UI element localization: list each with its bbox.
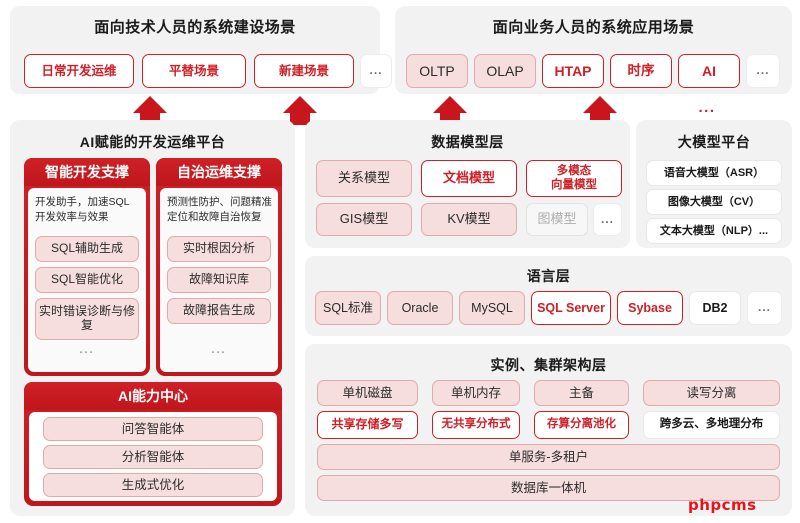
- language-chip-mysql[interactable]: MySQL: [459, 291, 525, 325]
- app-chip-htap[interactable]: HTAP: [542, 54, 604, 88]
- cluster-chip-database-appliance[interactable]: 数据库一体机: [317, 475, 780, 501]
- top-right-scenario-panel: 面向业务人员的系统应用场景 OLTP OLAP HTAP 时序 AI ...: [395, 6, 792, 94]
- devops-column-autonomous-ops-description: 预测性防护、问题精准定位和故障自治恢复: [167, 196, 272, 224]
- top-right-panel-title: 面向业务人员的系统应用场景: [492, 19, 695, 36]
- devops-platform-title: AI赋能的开发运维平台: [79, 134, 226, 150]
- cluster-chip-multicloud-geo-distribution[interactable]: 跨多云、多地理分布: [643, 411, 780, 439]
- data-model-more[interactable]: ...: [593, 203, 622, 236]
- ai-capability-center-body: 问答智能体 分析智能体 生成式优化: [29, 412, 277, 501]
- ai-agent-qa[interactable]: 问答智能体: [43, 417, 263, 441]
- devops-item-fault-knowledge-base[interactable]: 故障知识库: [167, 267, 271, 293]
- scenario-chip-replacement[interactable]: 平替场景: [142, 54, 246, 88]
- cluster-chip-shared-storage-multiwrite[interactable]: 共享存储多写: [317, 411, 418, 439]
- cluster-layer-title: 实例、集群架构层: [490, 357, 607, 373]
- devops-column-smart-dev: 智能开发支撑 开发助手，加速SQL开发效率与效果 SQL辅助生成 SQL智能优化…: [24, 158, 150, 376]
- devops-column-autonomous-ops-ellipsis: ...: [211, 344, 227, 356]
- devops-item-realtime-error-fix[interactable]: 实时错误诊断与修复: [35, 298, 139, 340]
- devops-column-autonomous-ops-header: 自治运维支撑: [156, 158, 282, 186]
- devops-item-realtime-root-cause[interactable]: 实时根因分析: [167, 236, 271, 262]
- large-model-cv[interactable]: 图像大模型（CV）: [646, 189, 782, 215]
- language-chip-sql-standard[interactable]: SQL标准: [315, 291, 381, 325]
- language-chip-sybase[interactable]: Sybase: [617, 291, 683, 325]
- data-model-document[interactable]: 文档模型: [421, 160, 517, 197]
- language-layer-title: 语言层: [526, 268, 571, 284]
- language-layer-panel: 语言层 SQL标准 Oracle MySQL SQL Server Sybase…: [305, 256, 792, 336]
- data-model-relational[interactable]: 关系模型: [316, 160, 412, 197]
- language-chip-oracle[interactable]: Oracle: [387, 291, 453, 325]
- data-model-graph[interactable]: 图模型: [526, 203, 588, 236]
- arrow-up-icon-2: [283, 96, 317, 125]
- language-chip-db2[interactable]: DB2: [689, 291, 741, 325]
- scenario-chip-more[interactable]: ...: [360, 54, 392, 88]
- cluster-chip-single-service-multitenant[interactable]: 单服务-多租户: [317, 444, 780, 470]
- scenario-chip-daily-devops[interactable]: 日常开发运维: [24, 54, 134, 88]
- data-model-multimodal-vector[interactable]: 多模态 向量模型: [526, 160, 622, 197]
- devops-column-smart-dev-body: 开发助手，加速SQL开发效率与效果 SQL辅助生成 SQL智能优化 实时错误诊断…: [28, 188, 146, 372]
- language-chip-more[interactable]: ...: [747, 291, 782, 325]
- watermark-phpcms: phpcms: [688, 496, 757, 514]
- top-right-trailing-ellipsis: ...: [698, 99, 716, 116]
- data-model-layer-title: 数据模型层: [431, 134, 504, 150]
- devops-item-sql-smart-opt[interactable]: SQL智能优化: [35, 267, 139, 293]
- large-model-platform-title: 大模型平台: [677, 134, 751, 150]
- devops-column-autonomous-ops-body: 预测性防护、问题精准定位和故障自治恢复 实时根因分析 故障知识库 故障报告生成 …: [160, 188, 278, 372]
- devops-item-fault-report-gen[interactable]: 故障报告生成: [167, 298, 271, 324]
- cluster-layer-panel: 实例、集群架构层 单机磁盘 单机内存 主备 读写分离 共享存储多写 无共享分布式…: [305, 344, 792, 516]
- ai-capability-center-card: AI能力中心 问答智能体 分析智能体 生成式优化: [24, 382, 282, 506]
- devops-column-autonomous-ops: 自治运维支撑 预测性防护、问题精准定位和故障自治恢复 实时根因分析 故障知识库 …: [156, 158, 282, 376]
- app-chip-timeseries[interactable]: 时序: [610, 54, 672, 88]
- devops-column-smart-dev-ellipsis: ...: [79, 344, 95, 356]
- large-model-platform-panel: 大模型平台 语音大模型（ASR） 图像大模型（CV） 文本大模型（NLP）...: [636, 120, 792, 248]
- app-chip-more[interactable]: ...: [746, 54, 780, 88]
- devops-column-smart-dev-header: 智能开发支撑: [24, 158, 150, 186]
- data-model-kv[interactable]: KV模型: [421, 203, 517, 236]
- cluster-chip-storage-compute-separation[interactable]: 存算分离池化: [534, 411, 629, 439]
- cluster-chip-standalone-disk[interactable]: 单机磁盘: [317, 380, 418, 406]
- cluster-chip-shared-nothing-distributed[interactable]: 无共享分布式: [432, 411, 520, 439]
- top-left-panel-title: 面向技术人员的系统建设场景: [94, 19, 296, 36]
- scenario-chip-new-build[interactable]: 新建场景: [254, 54, 354, 88]
- devops-column-smart-dev-description: 开发助手，加速SQL开发效率与效果: [35, 196, 130, 224]
- app-chip-ai[interactable]: AI: [678, 54, 740, 88]
- app-chip-olap[interactable]: OLAP: [474, 54, 536, 88]
- ai-agent-analysis[interactable]: 分析智能体: [43, 445, 263, 469]
- data-model-gis[interactable]: GIS模型: [316, 203, 412, 236]
- cluster-chip-standalone-memory[interactable]: 单机内存: [432, 380, 520, 406]
- top-left-scenario-panel: 面向技术人员的系统建设场景 日常开发运维 平替场景 新建场景 ...: [10, 6, 392, 94]
- ai-agent-generative-opt[interactable]: 生成式优化: [43, 473, 263, 497]
- ai-capability-center-title: AI能力中心: [24, 382, 282, 410]
- large-model-asr[interactable]: 语音大模型（ASR）: [646, 160, 782, 186]
- large-model-nlp[interactable]: 文本大模型（NLP）...: [646, 218, 782, 244]
- cluster-chip-read-write-split[interactable]: 读写分离: [643, 380, 780, 406]
- language-chip-sql-server[interactable]: SQL Server: [531, 291, 611, 325]
- devops-platform-panel: AI赋能的开发运维平台 智能开发支撑 开发助手，加速SQL开发效率与效果 SQL…: [10, 120, 295, 516]
- devops-item-sql-assist-gen[interactable]: SQL辅助生成: [35, 236, 139, 262]
- app-chip-oltp[interactable]: OLTP: [406, 54, 468, 88]
- data-model-layer-panel: 数据模型层 关系模型 文档模型 多模态 向量模型 GIS模型 KV模型 图模型 …: [305, 120, 630, 248]
- cluster-chip-primary-standby[interactable]: 主备: [534, 380, 629, 406]
